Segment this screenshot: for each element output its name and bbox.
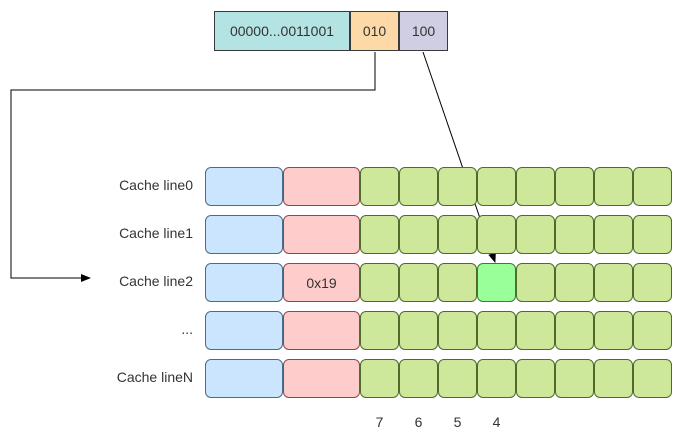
data-byte	[516, 263, 555, 302]
data-byte	[594, 215, 633, 254]
byte-index-label: 6	[414, 414, 423, 430]
data-byte	[555, 167, 594, 206]
valid-bit-block	[205, 167, 283, 206]
data-byte	[516, 167, 555, 206]
data-byte	[438, 215, 477, 254]
data-byte	[360, 167, 399, 206]
valid-bit-block	[205, 263, 283, 302]
data-byte	[438, 263, 477, 302]
cache-line-label: Cache line2	[119, 273, 193, 289]
data-byte	[438, 311, 477, 350]
data-byte	[555, 263, 594, 302]
index-to-line-connector	[10, 52, 376, 282]
data-byte	[360, 359, 399, 398]
data-byte	[477, 359, 516, 398]
data-byte	[555, 359, 594, 398]
valid-bit-block	[205, 311, 283, 350]
tag-block-value: 0x19	[306, 274, 337, 291]
address-index-field: 010	[350, 11, 399, 51]
cache-line-label: Cache line0	[119, 177, 193, 193]
data-byte	[399, 359, 438, 398]
data-byte	[594, 263, 633, 302]
data-byte	[555, 215, 594, 254]
address-tag-text: 00000...0011001	[229, 23, 335, 39]
tag-block	[283, 215, 360, 254]
valid-bit-block	[205, 215, 283, 254]
data-byte	[360, 215, 399, 254]
data-byte	[633, 359, 672, 398]
data-byte	[594, 359, 633, 398]
cache-line-label: Cache line1	[119, 225, 193, 241]
data-byte	[360, 311, 399, 350]
address-offset-text: 100	[411, 23, 436, 39]
data-byte	[477, 167, 516, 206]
data-byte	[594, 311, 633, 350]
byte-index-label: 5	[453, 414, 462, 430]
tag-block	[283, 311, 360, 350]
data-byte	[516, 311, 555, 350]
data-byte	[399, 263, 438, 302]
data-byte	[555, 311, 594, 350]
data-byte	[633, 311, 672, 350]
tag-block: 0x19	[283, 263, 360, 302]
selected-data-byte	[477, 263, 516, 302]
address-offset-field: 100	[399, 11, 448, 51]
data-byte	[477, 215, 516, 254]
byte-index-label: 7	[375, 414, 384, 430]
data-byte	[516, 359, 555, 398]
cache-line-label: Cache lineN	[116, 369, 193, 385]
data-byte	[633, 215, 672, 254]
data-byte	[438, 359, 477, 398]
address-tag-field: 00000...0011001	[214, 11, 350, 51]
data-byte	[438, 167, 477, 206]
data-byte	[633, 167, 672, 206]
address-index-text: 010	[362, 23, 387, 39]
tag-block	[283, 359, 360, 398]
data-byte	[360, 263, 399, 302]
data-byte	[477, 311, 516, 350]
valid-bit-block	[205, 359, 283, 398]
data-byte	[399, 215, 438, 254]
cache-line-label: ...	[181, 321, 193, 337]
data-byte	[633, 263, 672, 302]
tag-block	[283, 167, 360, 206]
data-byte	[594, 167, 633, 206]
data-byte	[516, 215, 555, 254]
data-byte	[399, 167, 438, 206]
byte-index-label: 4	[492, 414, 501, 430]
data-byte	[399, 311, 438, 350]
